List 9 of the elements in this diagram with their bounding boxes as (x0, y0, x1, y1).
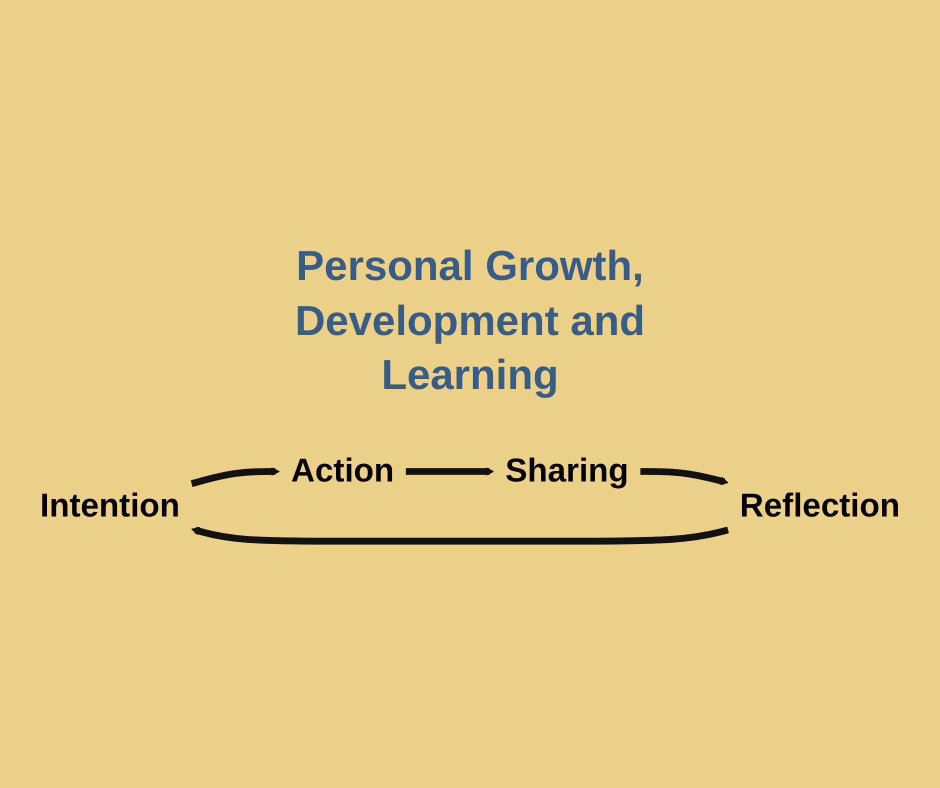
arrow (190, 467, 280, 487)
arrow (640, 468, 728, 485)
node-text: Intention (40, 487, 180, 524)
node-text: Action (291, 452, 394, 490)
arrow (406, 467, 494, 476)
arrow (191, 526, 729, 544)
node-text: Sharing (505, 452, 629, 490)
center-heading: Personal Growth, Development and Learning (294, 241, 646, 400)
node-text: Reflection (740, 487, 900, 524)
